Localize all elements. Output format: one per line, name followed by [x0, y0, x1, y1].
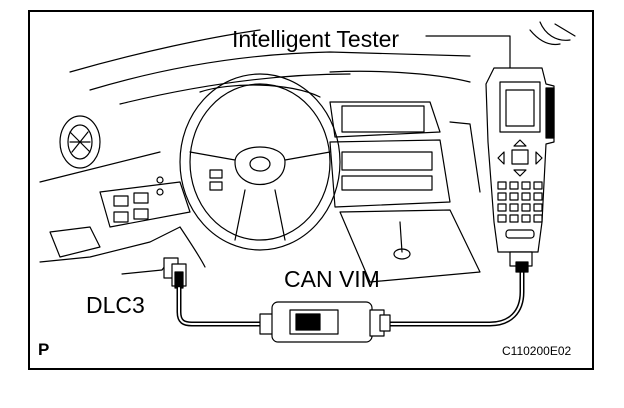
dlc3-label: DLC3 [86, 292, 145, 318]
dlc3-connector [163, 257, 187, 289]
tester-leader [425, 35, 511, 69]
dashboard-illustration [39, 21, 576, 343]
diagram-frame: Intelligent Tester CAN VIM DLC3 P C11020… [28, 10, 594, 370]
windshield-lines [69, 29, 471, 105]
mirror-sketch [529, 21, 576, 46]
intelligent-tester-label: Intelligent Tester [232, 26, 400, 52]
tester-keypad [497, 181, 543, 239]
can-vim-module [259, 301, 391, 343]
dlc3-leader [121, 261, 169, 275]
steering-wheel [179, 73, 341, 251]
intelligent-tester-device [485, 67, 555, 273]
left-vent [59, 115, 101, 169]
dash-body [39, 151, 206, 268]
can-vim-label: CAN VIM [284, 266, 380, 292]
tester-arrow-keys [497, 139, 543, 177]
figure-code: C110200E02 [502, 344, 572, 358]
cables-inner [178, 266, 523, 325]
center-console [329, 101, 481, 283]
view-marker: P [38, 340, 50, 359]
